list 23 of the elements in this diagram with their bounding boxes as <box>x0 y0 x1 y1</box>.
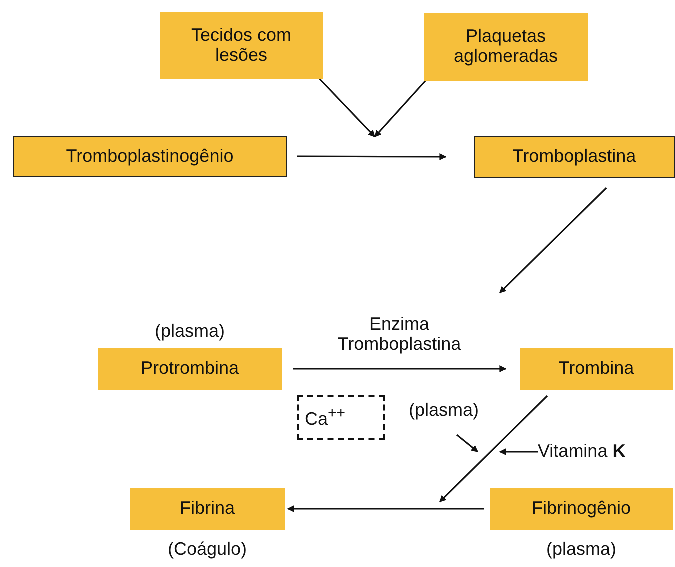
process-box: Trombina <box>520 348 673 390</box>
process-box: Tecidos com lesões <box>160 12 323 79</box>
node-text: Fibrina <box>180 499 236 519</box>
arrow <box>499 448 538 456</box>
note-text: Vitamina K <box>538 438 674 466</box>
arrow <box>456 434 479 453</box>
source-note: (plasma) <box>154 322 226 342</box>
node-text: Protrombina <box>140 359 240 379</box>
process-box: Tromboplastinogênio <box>13 136 287 177</box>
node-text: Fibrinogênio <box>532 499 632 519</box>
arrow <box>374 80 426 138</box>
arrow <box>319 78 376 138</box>
arrow <box>499 187 608 294</box>
process-box: Tromboplastina <box>474 136 675 178</box>
process-box: Plaquetas aglomeradas <box>424 13 588 81</box>
arrow <box>287 506 484 512</box>
arrow <box>439 395 548 503</box>
arrow <box>293 366 507 372</box>
arrow <box>297 153 447 160</box>
note-text: (plasma) <box>390 393 498 429</box>
source-note: (plasma) <box>545 540 618 560</box>
dashed-box: Ca$^{++}$ <box>297 395 385 440</box>
source-note: (Coágulo) <box>166 540 248 560</box>
